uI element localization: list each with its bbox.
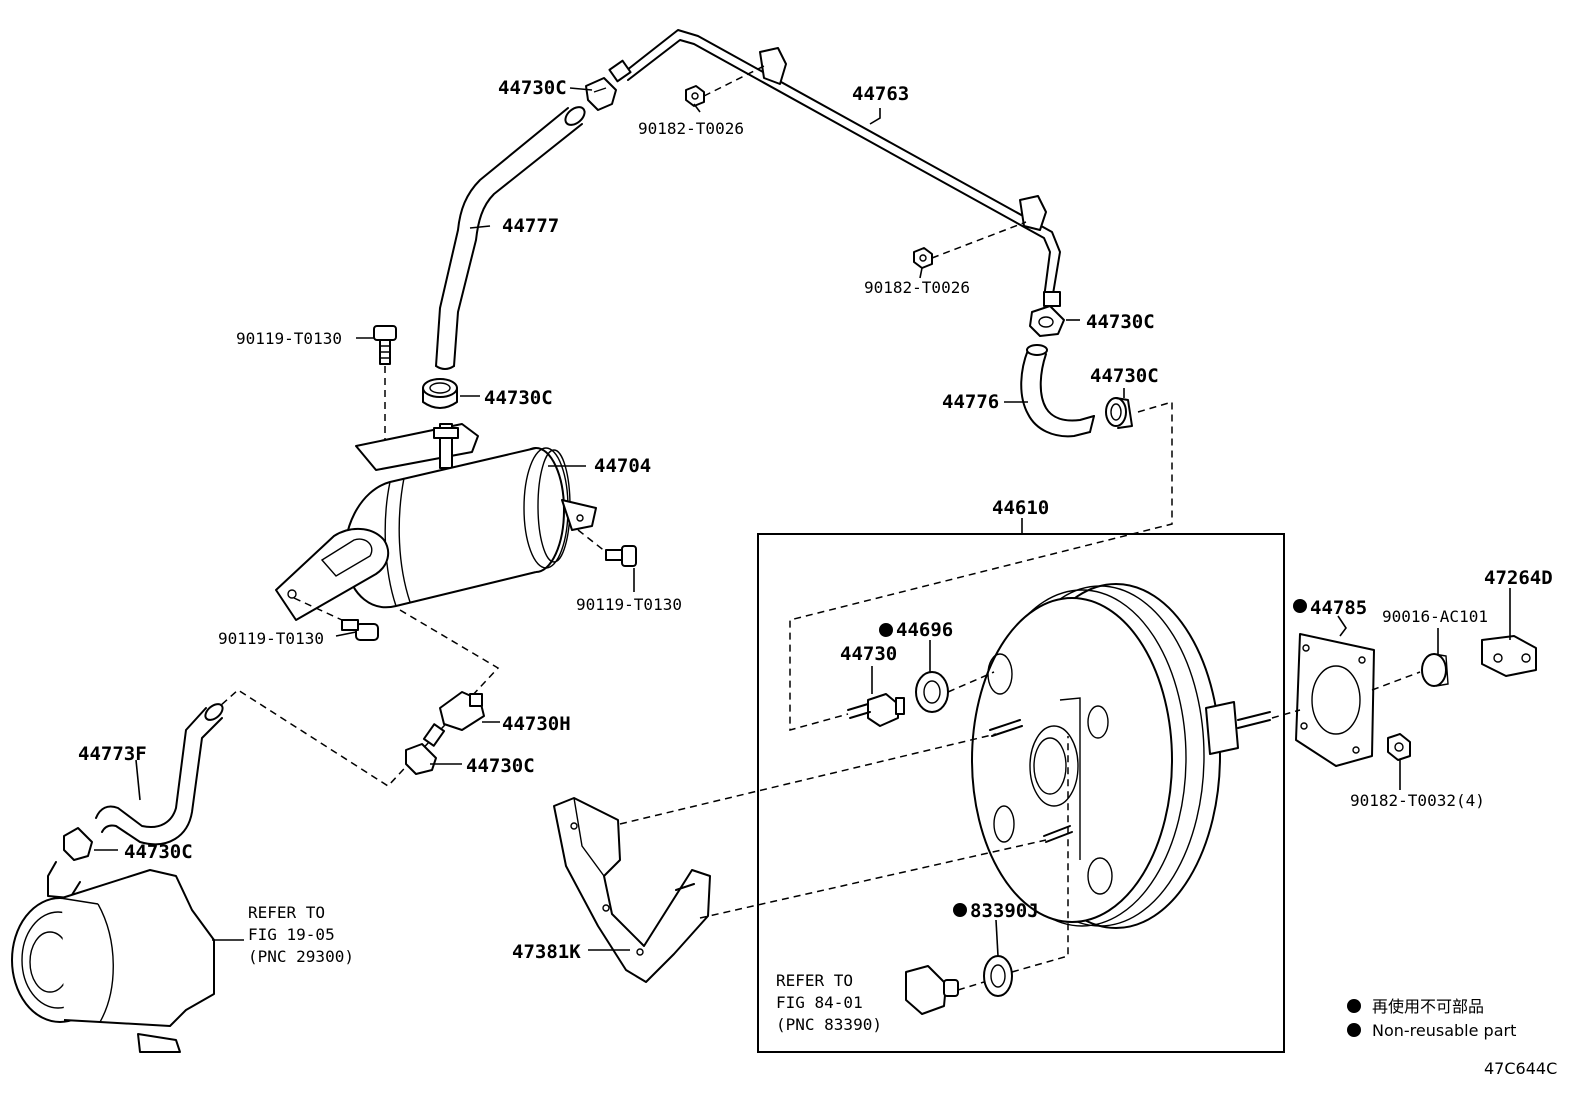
non-reusable-marker-44785 <box>1293 599 1307 613</box>
legend: 再使用不可部品 Non-reusable part <box>1347 997 1516 1040</box>
label-44776: 44776 <box>942 391 999 413</box>
clip-44730c-right1 <box>1029 305 1065 337</box>
label-90119-t0130-top: 90119-T0130 <box>236 329 342 348</box>
label-44730: 44730 <box>840 643 897 665</box>
label-47264d: 47264D <box>1484 567 1553 589</box>
gasket-44785 <box>1295 633 1375 767</box>
label-44610: 44610 <box>992 497 1049 519</box>
label-44704: 44704 <box>594 455 651 477</box>
svg-text:(PNC 29300): (PNC 29300) <box>248 947 354 966</box>
label-44763: 44763 <box>852 83 909 105</box>
reference-note-pump: REFER TO FIG 19-05 (PNC 29300) <box>248 903 354 966</box>
legend-text-en: Non-reusable part <box>1372 1021 1516 1040</box>
vacuum-pump <box>11 861 215 1053</box>
bolt-90119-t0130-top <box>373 325 397 365</box>
label-44730h: 44730H <box>502 713 571 735</box>
clip-44730c-canister <box>422 378 458 409</box>
nut-90182-t0032 <box>1387 733 1411 761</box>
vacuum-tank-44704 <box>275 423 597 621</box>
label-44730c-lower: 44730C <box>466 755 535 777</box>
hose-44776 <box>1020 344 1095 438</box>
svg-text:FIG 19-05: FIG 19-05 <box>248 925 335 944</box>
label-90182-t0026-mid: 90182-T0026 <box>864 278 970 297</box>
label-44730c-right1: 44730C <box>1086 311 1155 333</box>
vacuum-sensor <box>905 965 959 1015</box>
label-83390j: 83390J <box>970 900 1039 922</box>
clip-44730c-right2 <box>1105 397 1133 429</box>
non-reusable-marker-44696 <box>879 623 893 637</box>
clip-44730c-lower <box>405 743 437 775</box>
hose-44777 <box>435 106 586 370</box>
label-44730c-right2: 44730C <box>1090 365 1159 387</box>
nut-90182-t0026-mid <box>913 247 933 269</box>
label-90119-t0130-bottom: 90119-T0130 <box>218 629 324 648</box>
label-44730c-canister: 44730C <box>484 387 553 409</box>
label-44730c-pump: 44730C <box>124 841 193 863</box>
svg-text:REFER TO: REFER TO <box>776 971 853 990</box>
brake-booster <box>971 583 1271 929</box>
pin-90016-ac101 <box>1421 653 1449 687</box>
label-44773f: 44773F <box>78 743 147 765</box>
grommet-44696 <box>915 671 949 713</box>
clevis-47264d <box>1481 635 1537 677</box>
label-44785: 44785 <box>1310 597 1367 619</box>
hose-44773f <box>95 703 224 846</box>
svg-text:(PNC 83390): (PNC 83390) <box>776 1015 882 1034</box>
bracket-47381k <box>553 797 711 983</box>
grommet-83390j <box>983 955 1013 997</box>
bolt-90119-t0130-right <box>605 545 637 567</box>
clip-44730c-pump <box>63 827 93 861</box>
non-reusable-marker-83390j <box>953 903 967 917</box>
label-44730c-top: 44730C <box>498 77 567 99</box>
label-47381k: 47381K <box>512 941 581 963</box>
figure-code: 47C644C <box>1484 1059 1557 1078</box>
label-90182-t0026-top: 90182-T0026 <box>638 119 744 138</box>
legend-dot-jp <box>1347 999 1361 1013</box>
assembly-box-44610 <box>757 533 1285 1053</box>
label-90119-t0130-right: 90119-T0130 <box>576 595 682 614</box>
reference-note-sensor: REFER TO FIG 84-01 (PNC 83390) <box>776 971 882 1034</box>
nut-90182-t0026-top <box>685 85 705 107</box>
legend-text-jp: 再使用不可部品 <box>1372 997 1484 1016</box>
vacuum-pipe-44763 <box>608 29 1061 307</box>
svg-text:FIG 84-01: FIG 84-01 <box>776 993 863 1012</box>
clip-44730c-top <box>585 77 617 111</box>
label-44777: 44777 <box>502 215 559 237</box>
bolt-90119-t0130-bottom <box>341 619 379 641</box>
svg-text:REFER TO: REFER TO <box>248 903 325 922</box>
check-valve-44730h <box>422 691 485 747</box>
legend-dot-en <box>1347 1023 1361 1037</box>
label-44696: 44696 <box>896 619 953 641</box>
label-90016-ac101: 90016-AC101 <box>1382 607 1488 626</box>
label-90182-t0032: 90182-T0032(4) <box>1350 791 1485 810</box>
check-valve-44730 <box>847 693 905 727</box>
